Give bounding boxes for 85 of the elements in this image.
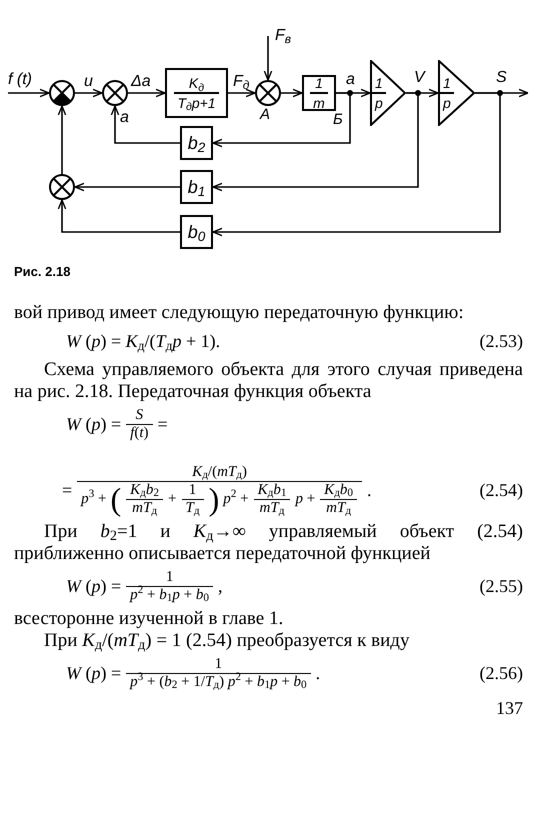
formula-part: = — [158, 413, 168, 435]
transfer-function-block — [180, 126, 213, 160]
formula-part: . — [367, 479, 372, 501]
formula-part: , — [218, 575, 222, 597]
formula-part: mT$_{д}$ — [260, 500, 284, 516]
edge-label: u — [84, 74, 93, 90]
paragraph: При K$_{д}$/(mT$_{д}$) = 1 (2.54) преобразуется к виду — [43, 630, 410, 652]
signal-arrow — [212, 92, 419, 192]
formula-part: mT$_{д}$ — [326, 500, 352, 516]
integrator-triangle — [438, 60, 475, 126]
formula-part: mT$_{д}$ — [132, 500, 158, 516]
block-label: p — [375, 96, 383, 110]
block-label: 1 — [375, 76, 383, 90]
formula-part: = — [62, 479, 72, 501]
formula-part: 1 — [214, 656, 222, 672]
signal-arrow — [128, 88, 166, 98]
signal-arrow — [75, 88, 103, 98]
formula-part: 1 — [166, 568, 174, 586]
signal-arrow — [8, 88, 50, 98]
formula-part: K$_{д}$b$_{0}$ — [324, 482, 354, 498]
integrator-triangle — [370, 60, 406, 126]
formula-part: + — [168, 490, 176, 508]
signal-arrow — [212, 92, 351, 148]
block-label: 1 — [443, 76, 451, 90]
formula-part: K$_{д}$/(mT$_{д}$) — [192, 464, 248, 480]
signal-arrow — [264, 36, 272, 81]
equation-number: (2.53) — [480, 330, 523, 353]
paragraph: всесторонне изученной в главе 1. — [14, 608, 284, 630]
transfer-function-block — [180, 215, 213, 249]
edge-label: V — [414, 70, 425, 86]
equation-number: (2.55) — [480, 574, 523, 598]
block-label: b$_{2}$ — [188, 134, 206, 152]
page-number: 137 — [496, 696, 523, 720]
transfer-function-block — [180, 170, 213, 204]
edge-label: a — [346, 72, 355, 88]
block-label: b$_{1}$ — [188, 178, 206, 196]
edge-label: S — [496, 70, 507, 86]
formula-part: S — [136, 406, 144, 424]
signal-arrow — [74, 182, 180, 192]
signal-arrow — [110, 105, 180, 144]
formula-part: W (p) = — [66, 575, 122, 597]
edge-label: f (t) — [8, 72, 32, 88]
paragraph: Схема управляемого объекта для этого случая приведена на рис. 2.18. Передаточная функция объекта — [14, 358, 523, 402]
equation-number: (2.54) — [480, 478, 523, 502]
formula-part: K$_{д}$b$_{1}$ — [258, 482, 286, 498]
formula-part: T$_{д}$ — [186, 500, 200, 516]
node-label: Б — [333, 112, 343, 127]
formula-part: p$^{2}$ + — [223, 490, 249, 508]
block-label: 1 — [315, 76, 323, 90]
signal-arrow — [58, 105, 66, 174]
formula-part: W (p) = — [66, 662, 122, 684]
edge-label: F$_{в}$ — [275, 28, 292, 44]
formula-part: ( — [110, 483, 122, 515]
signal-arrow — [58, 199, 180, 233]
formula-part: . — [316, 662, 320, 684]
figure-caption: Рис. 2.18 — [14, 263, 72, 281]
formula-part: ) — [208, 483, 220, 515]
block-label: b$_{0}$ — [188, 223, 206, 241]
formula-part: 1 — [188, 482, 196, 498]
block-label: T$_{д}$p+1 — [177, 96, 216, 110]
formula-part: W (p) = — [66, 413, 122, 435]
formula-part: p + — [295, 490, 316, 508]
summing-junction — [102, 80, 128, 106]
signal-arrow — [228, 88, 256, 98]
signal-arrow — [212, 92, 501, 236]
transfer-function-block — [165, 68, 228, 118]
paragraph: При b$_{2}$=1 и K$_{д}$→∞ управляемый объект (2.54) приближенно описывается передаточной функцией — [14, 520, 523, 564]
paragraph: вой привод имеет следующую передаточную функцию: — [14, 302, 465, 324]
block-label: p — [443, 96, 451, 110]
summing-junction — [49, 80, 75, 106]
block-label: m — [313, 96, 325, 110]
transfer-function-block — [302, 75, 336, 111]
equation-number: (2.56) — [480, 662, 523, 685]
node-label: A — [260, 107, 270, 122]
summing-junction — [255, 80, 281, 106]
summing-junction — [49, 174, 75, 200]
formula-part: f(t) — [130, 424, 148, 442]
formula-part: W (p) = K$_{д}$/(T$_{д}$p + 1). — [66, 330, 220, 352]
signal-arrow — [281, 88, 303, 98]
edge-label: F$_{д}$ — [233, 74, 250, 90]
edge-label: Δa — [131, 74, 151, 90]
formula-part: p$^{3}$ + — [81, 490, 106, 508]
formula-part: K$_{д}$b$_{2}$ — [130, 482, 160, 498]
block-label: K$_{д}$ — [188, 76, 204, 90]
edge-label: a — [120, 110, 129, 126]
